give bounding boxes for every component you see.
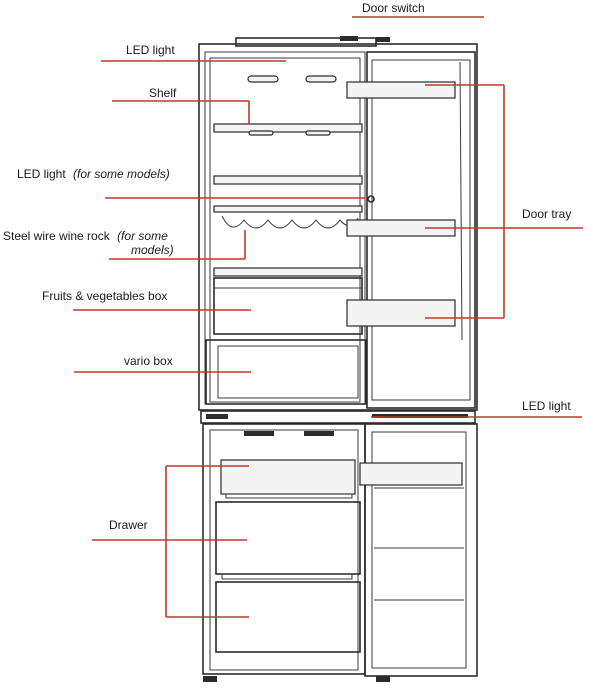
fridge-feet (203, 676, 390, 682)
freezer-drawers (215, 459, 361, 653)
label-led-light-right: LED light (522, 399, 571, 413)
upper-door (346, 51, 476, 409)
label-wine-rack-note-1: (for some (117, 229, 168, 243)
label-wine-rack: Steel wire wine rock (for some (3, 229, 168, 243)
label-vario-box: vario box (124, 354, 173, 368)
fruits-vegetables-box (213, 277, 363, 335)
label-wine-rack-note-2: models) (131, 243, 174, 257)
lower-door (359, 423, 478, 677)
label-shelf: Shelf (149, 86, 177, 100)
label-fruits-box: Fruits & vegetables box (42, 289, 167, 303)
glass-shelves (213, 123, 363, 277)
label-led-light-top: LED light (126, 43, 175, 57)
label-led-light-mid-main: LED light (17, 167, 66, 181)
label-door-switch: Door switch (362, 1, 425, 15)
leader-lines (73, 16, 583, 618)
label-wine-rack-main: Steel wire wine rock (3, 229, 111, 243)
label-door-tray: Door tray (522, 207, 571, 221)
label-drawer: Drawer (109, 518, 148, 532)
wine-rack (213, 205, 363, 229)
label-led-light-mid-note: (for some models) (73, 167, 170, 181)
top-led-light-fixture (247, 75, 337, 83)
label-led-light-mid: LED light (for some models) (17, 167, 170, 181)
